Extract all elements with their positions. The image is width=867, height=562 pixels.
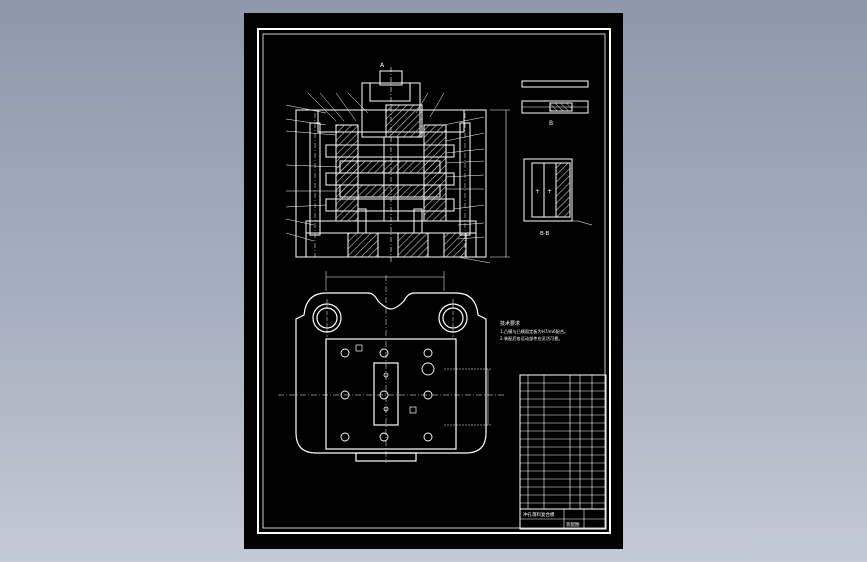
parts-list-table (519, 374, 607, 530)
notes-line-2: 2.装配后各运动部件应灵活可靠。 (500, 335, 563, 342)
title-block-code: 装配图 (566, 521, 580, 528)
drawing-sheet: A B + + B-B (244, 13, 623, 549)
sheet-background (244, 13, 623, 549)
notes-heading: 技术要求 (500, 320, 520, 327)
plan-view (278, 271, 506, 463)
notes-line-1: 1.凸模与凸模固定板为H7/m6配合。 (500, 328, 568, 335)
technical-notes: 技术要求 1.凸模与凸模固定板为H7/m6配合。 2.装配后各运动部件应灵活可靠… (500, 320, 568, 342)
section-bb-view: + + (523, 158, 593, 226)
outer-border (257, 28, 611, 534)
detail-b-label: B (549, 120, 553, 127)
detail-b-view (521, 80, 589, 114)
svg-text:+: + (547, 188, 552, 195)
title-block-name: 冲孔落料复合模 (523, 511, 555, 518)
front-section-view (285, 67, 510, 264)
svg-text:+: + (535, 188, 540, 195)
top-callout-label: A (380, 62, 385, 69)
inner-border (262, 33, 606, 529)
section-bb-label: B-B (540, 231, 550, 237)
